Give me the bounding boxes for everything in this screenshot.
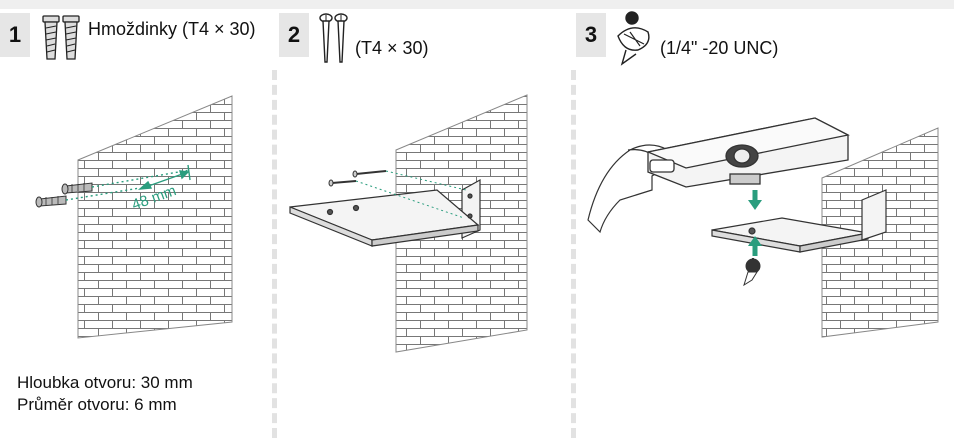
- knob-screw-step-3: [743, 258, 761, 287]
- hole-diameter-text: Průměr otvoru: 6 mm: [17, 395, 177, 414]
- step-1-caption: Hmoždinky (T4 × 30): [88, 19, 256, 39]
- column-divider-1: [272, 70, 277, 438]
- step-3-number: 3: [576, 13, 606, 57]
- mount-bracket-step-3: [711, 189, 887, 253]
- wall-anchor-icon: [42, 15, 80, 60]
- column-divider-2: [571, 70, 576, 438]
- screws-step-2: [328, 170, 387, 187]
- step-2-caption: (T4 × 30): [355, 38, 429, 58]
- mount-bracket-step-2: [289, 178, 481, 247]
- mount-screw-icon: [617, 11, 650, 66]
- drilling-notes: Hloubka otvoru: 30 mm Průměr otvoru: 6 m…: [17, 372, 193, 416]
- top-strip: [0, 0, 954, 9]
- hole-depth-text: Hloubka otvoru: 30 mm: [17, 373, 193, 392]
- screw-icon: [319, 13, 348, 63]
- step-2-number: 2: [279, 13, 309, 57]
- step-3-caption: (1/4" -20 UNC): [660, 38, 779, 58]
- video-bar-camera: [645, 117, 850, 188]
- step-1-number: 1: [0, 13, 30, 57]
- anchors-step-1: [35, 182, 93, 208]
- arrow-up-icon: [748, 236, 762, 246]
- brick-wall-1: [77, 95, 233, 339]
